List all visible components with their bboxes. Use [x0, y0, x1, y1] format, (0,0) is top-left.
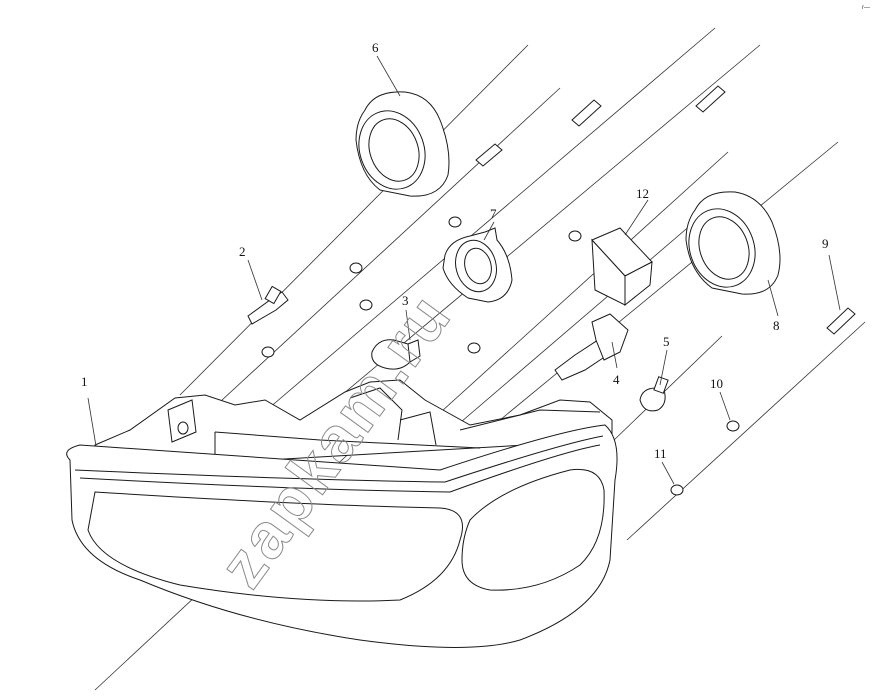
- callout-10: 10: [710, 376, 723, 391]
- reflector-ring-6: [355, 91, 450, 197]
- reflector-ring-8: [685, 191, 781, 295]
- corner-mark: r—: [862, 5, 870, 11]
- callout-3: 3: [402, 293, 409, 308]
- callout-6: 6: [372, 40, 379, 55]
- callout-labels: 1 2 3 4 5 6 7 8 9 10 11 12: [81, 40, 829, 461]
- screws: [475, 85, 856, 335]
- bulb-3: [371, 339, 421, 370]
- bulb-4: [554, 313, 629, 381]
- callout-8: 8: [773, 318, 780, 333]
- callout-7: 7: [490, 206, 497, 221]
- callout-4: 4: [613, 372, 620, 387]
- callout-9: 9: [822, 236, 829, 251]
- washers: [261, 216, 740, 496]
- socket-ring-7: [442, 227, 513, 303]
- callout-11: 11: [654, 446, 667, 461]
- callout-12: 12: [636, 186, 649, 201]
- callout-1: 1: [81, 374, 88, 389]
- bulb-5: [639, 376, 669, 412]
- callout-5: 5: [663, 334, 670, 349]
- callout-2: 2: [239, 244, 246, 259]
- bulb-holder-2: [247, 285, 289, 325]
- headlamp-housing: [66, 379, 618, 648]
- connector-block-12: [591, 227, 653, 307]
- leader-lines: [87, 55, 841, 485]
